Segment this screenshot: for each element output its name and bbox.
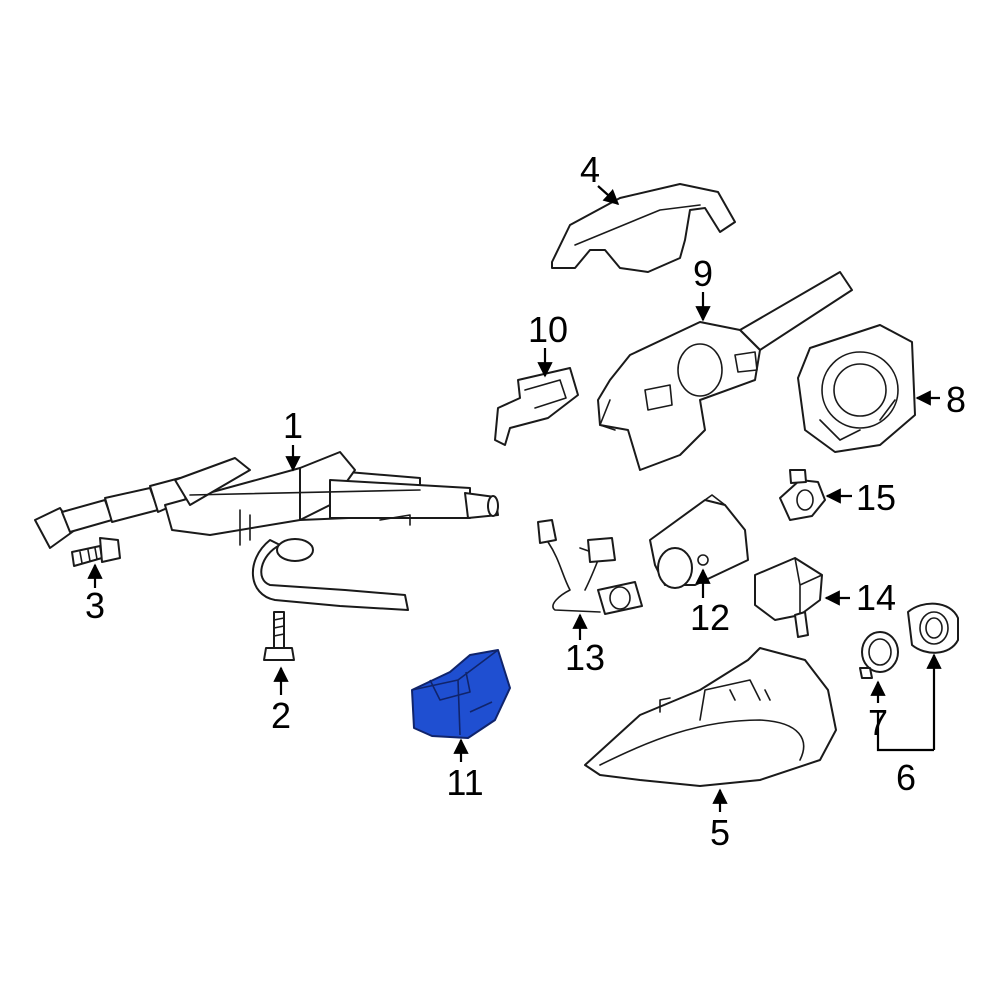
callout-labels: 1 2 3 4 5 6 7 8 9 10 11 12 13 14 15 [85,149,966,853]
part-11-switch-highlighted[interactable] [411,649,511,739]
callout-7: 7 [868,702,888,743]
leader-lines [87,185,942,812]
callout-15: 15 [856,477,896,518]
callout-11-highlighted: 11 [446,762,483,803]
part-10-bracket[interactable] [494,367,579,446]
callout-14: 14 [856,577,896,618]
part-6-trim-ring[interactable] [907,602,959,654]
part-14-switch-module[interactable] [754,557,823,638]
callout-4: 4 [580,149,600,190]
part-12-ignition-housing[interactable] [649,494,749,589]
callout-2: 2 [271,695,291,736]
part-9-combination-switch[interactable] [597,271,853,471]
part-3-bolt[interactable] [71,537,121,567]
callout-5: 5 [710,812,730,853]
part-15-sensor[interactable] [779,469,826,521]
callout-13: 13 [565,637,605,678]
callout-9: 9 [693,253,713,294]
part-2-bolt[interactable] [263,611,295,661]
callout-12: 12 [690,597,730,638]
callout-8: 8 [946,379,966,420]
part-8-clock-spring[interactable] [797,324,916,453]
callout-10: 10 [528,309,568,350]
part-13-wiring-harness[interactable] [537,519,643,615]
part-5-lower-cover[interactable] [584,647,837,787]
part-1-steering-column[interactable] [34,451,499,611]
part-7-ring[interactable] [859,631,899,679]
callout-3: 3 [85,585,105,626]
callout-1: 1 [283,405,303,446]
part-4-upper-cover[interactable] [551,183,736,273]
callout-6: 6 [896,757,916,798]
